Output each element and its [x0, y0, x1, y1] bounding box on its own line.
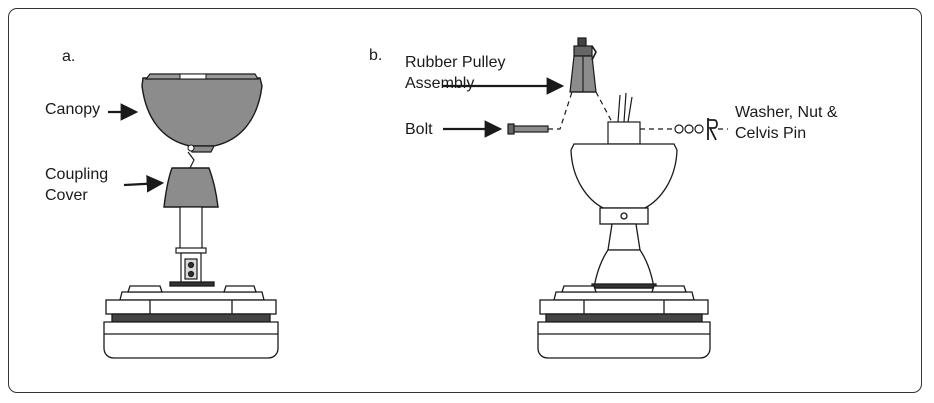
bolt-label: Bolt — [405, 121, 433, 138]
panel-b-letter: b. — [369, 47, 383, 64]
coupling-arrow — [123, 175, 165, 193]
washer-nut-label: Washer, Nut & Celvis Pin — [735, 104, 838, 142]
coupling-cover-part-b — [593, 223, 655, 289]
canopy-label: Canopy — [45, 101, 101, 118]
diagram-frame — [8, 8, 922, 393]
alignment-dashes — [548, 91, 728, 130]
rubber-pulley-label: Rubber Pulley Assembly — [405, 54, 506, 92]
coupling-cover-label: Coupling Cover — [45, 166, 109, 204]
panel-a-letter: a. — [62, 48, 76, 65]
canopy-part-b — [570, 143, 678, 225]
bolt-part — [507, 123, 549, 135]
motor-housing-a — [103, 281, 279, 359]
panel-b-fan-assembly — [443, 37, 728, 359]
coupling-cover-part — [163, 151, 219, 208]
wires-stub — [607, 92, 641, 145]
panel-a-fan-assembly — [103, 73, 279, 359]
canopy-part — [141, 73, 263, 153]
downrod-part — [175, 206, 207, 284]
motor-housing-b — [537, 283, 711, 359]
washer-nut-pin-part — [674, 118, 718, 141]
rubber-pulley-part — [569, 37, 597, 93]
